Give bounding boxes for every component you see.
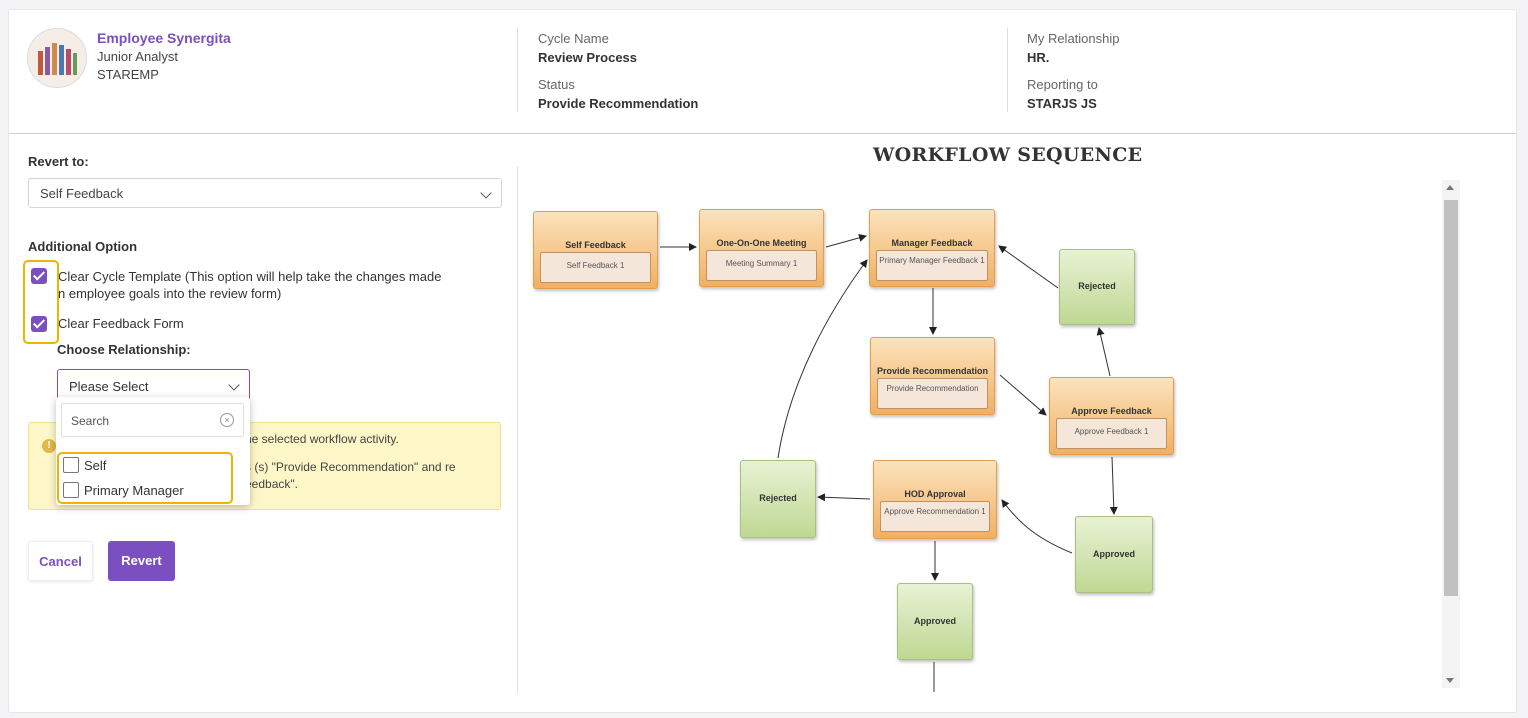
clear-cycle-template-checkbox[interactable] [31, 268, 47, 284]
node-sub: Primary Manager Feedback 1 [876, 250, 988, 281]
clear-feedback-form-label: Clear Feedback Form [58, 316, 184, 331]
revert-form: Revert to: Self Feedback Additional Opti… [9, 134, 517, 712]
header-divider [517, 28, 518, 112]
revert-to-label: Revert to: [28, 154, 89, 169]
scroll-up-icon[interactable] [1446, 185, 1454, 190]
node-title: Manager Feedback [891, 238, 973, 248]
relationship-value: HR. [1027, 50, 1050, 65]
review-card: Employee Synergita Junior Analyst STAREM… [8, 9, 1517, 713]
employee-name[interactable]: Employee Synergita [97, 30, 231, 46]
node-self-feedback[interactable]: Self Feedback Self Feedback 1 [533, 211, 658, 289]
scrollbar-thumb[interactable] [1444, 200, 1458, 596]
reporting-label: Reporting to [1027, 77, 1098, 92]
node-rejected[interactable]: Rejected [740, 460, 816, 538]
header-divider [1007, 28, 1008, 112]
info-icon: ! [42, 439, 56, 453]
relationship-select-value: Please Select [69, 379, 149, 394]
node-title: One-On-One Meeting [716, 238, 807, 248]
node-title: Approved [913, 615, 956, 626]
node-title: Self Feedback [565, 240, 626, 250]
option-label: Self [84, 458, 107, 473]
node-title: Rejected [1078, 281, 1116, 291]
workflow-title: WORKFLOW SEQUENCE [873, 144, 1143, 166]
node-rejected[interactable]: Rejected [1059, 249, 1135, 325]
dropdown-option-self[interactable]: Self [63, 457, 106, 473]
search-placeholder: Search [71, 414, 110, 428]
revert-to-select[interactable]: Self Feedback [28, 178, 502, 208]
node-sub: Approve Recommendation 1 [880, 501, 990, 532]
node-sub: Provide Recommendation [877, 378, 988, 409]
dropdown-option-primary-manager[interactable]: Primary Manager [63, 482, 184, 498]
node-title: HOD Approval [904, 489, 966, 499]
node-sub: Self Feedback 1 [540, 252, 651, 283]
clear-cycle-template-label: Clear Cycle Template (This option will h… [58, 269, 442, 284]
node-approve-feedback[interactable]: Approve Feedback Approve Feedback 1 [1049, 377, 1174, 455]
node-manager-feedback[interactable]: Manager Feedback Primary Manager Feedbac… [869, 209, 995, 287]
reporting-value: STARJS JS [1027, 96, 1097, 111]
clear-feedback-form-checkbox[interactable] [31, 316, 47, 332]
options-highlight [57, 452, 233, 504]
additional-option-label: Additional Option [28, 239, 138, 254]
revert-to-value: Self Feedback [40, 186, 124, 201]
info-text-line: s (s) "Provide Recommendation" and re [245, 460, 456, 474]
status-label: Status [538, 77, 575, 92]
clear-icon[interactable]: × [220, 413, 234, 427]
node-one-on-one-meeting[interactable]: One-On-One Meeting Meeting Summary 1 [699, 209, 824, 287]
cycle-name-label: Cycle Name [538, 31, 609, 46]
choose-relationship-label: Choose Relationship: [57, 342, 191, 357]
option-label: Primary Manager [84, 483, 184, 498]
panel-divider [517, 166, 518, 694]
node-sub: Approve Feedback 1 [1056, 418, 1167, 449]
employee-header: Employee Synergita Junior Analyst STAREM… [9, 10, 1516, 134]
checkbox-icon[interactable] [63, 457, 79, 473]
checkbox-icon[interactable] [63, 482, 79, 498]
node-approved[interactable]: Approved [1075, 516, 1153, 593]
cancel-button[interactable]: Cancel [28, 541, 93, 581]
avatar-hands-icon [38, 43, 77, 75]
node-provide-recommendation[interactable]: Provide Recommendation Provide Recommend… [870, 337, 995, 415]
info-text-line: eedback". [245, 477, 298, 491]
relationship-select[interactable]: Please Select [57, 369, 250, 402]
dropdown-search-input[interactable]: Search × [61, 403, 244, 437]
cycle-name-value: Review Process [538, 50, 638, 65]
relationship-label: My Relationship [1027, 31, 1120, 46]
employee-code: STAREMP [97, 67, 159, 82]
relationship-dropdown: Search × Self Primary Manager [56, 397, 250, 505]
node-title: Rejected [759, 493, 797, 503]
clear-cycle-template-label-cont: n employee goals into the review form) [58, 286, 282, 301]
avatar [27, 28, 87, 88]
scroll-down-icon[interactable] [1446, 678, 1454, 683]
status-value: Provide Recommendation [538, 96, 699, 111]
employee-title: Junior Analyst [97, 49, 178, 64]
node-approved[interactable]: Approved [897, 583, 973, 660]
node-title: Provide Recommendation [876, 366, 989, 376]
node-title: Approved [1092, 548, 1135, 559]
node-hod-approval[interactable]: HOD Approval Approve Recommendation 1 [873, 460, 997, 539]
chevron-down-icon [480, 187, 492, 199]
checkbox-highlight [23, 260, 59, 344]
revert-button[interactable]: Revert [108, 541, 175, 581]
info-text-line: he selected workflow activity. [245, 432, 399, 446]
node-title: Approve Feedback [1071, 406, 1152, 416]
chevron-down-icon [228, 379, 240, 391]
node-sub: Meeting Summary 1 [706, 250, 817, 281]
